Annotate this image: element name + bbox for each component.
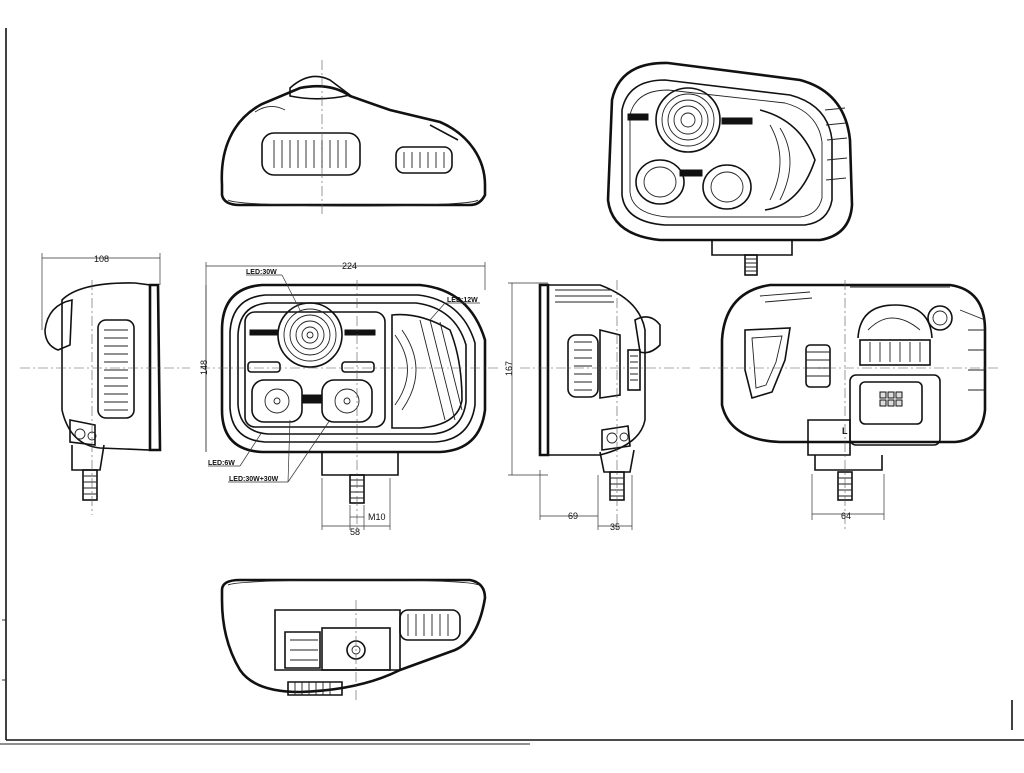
dimension-depth-label: 108 [94, 254, 109, 264]
dimension-height-label: 148 [199, 360, 209, 375]
left-side-view: 108 [20, 253, 190, 515]
dimension-width-label: 224 [342, 261, 357, 271]
sheet-frame [0, 28, 1024, 745]
led-position-callout: LED:6W [208, 460, 235, 467]
dimension-rear-offset-label: 64 [841, 511, 851, 521]
dimension-mount-offset-label: 58 [350, 527, 360, 537]
dimension-side-offset-b-label: 35 [610, 522, 620, 532]
dimension-side-height-label: 167 [504, 361, 514, 376]
bottom-view [220, 578, 487, 700]
led-low-beams-callout: LED:30W+30W [229, 476, 279, 483]
rear-view: L 64 [700, 280, 1000, 530]
dimension-side-offset-a-label: 69 [568, 511, 578, 521]
led-indicator-callout: LED:12W [447, 297, 478, 304]
dimension-thread-label: M10 [368, 512, 386, 522]
top-view [220, 60, 487, 215]
right-side-view: 167 69 35 [504, 280, 690, 532]
led-high-beam-callout: LED:30W [246, 269, 277, 276]
front-view: 224 148 M10 58 LED:30W LED:12W LED:6W LE… [199, 261, 500, 537]
isometric-view [606, 61, 854, 276]
